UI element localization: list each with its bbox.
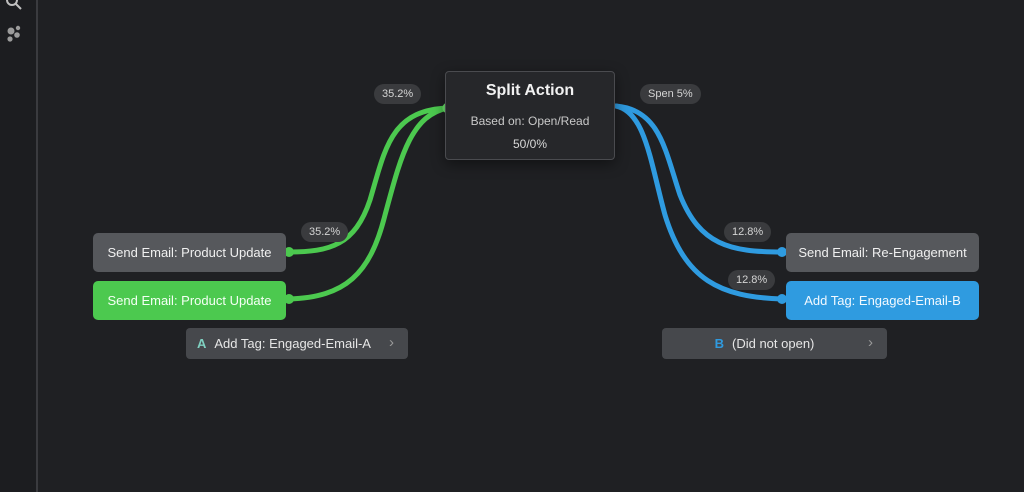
branch-a-label: Add Tag: Engaged-Email-A xyxy=(214,336,371,351)
branch-a-letter: A xyxy=(197,336,207,351)
search-icon[interactable] xyxy=(2,0,26,14)
wire-blue-2 xyxy=(613,103,785,302)
node-send-email-product-update-1[interactable]: Send Email: Product Update xyxy=(93,233,286,272)
left-sidebar xyxy=(0,0,38,492)
split-based-on: Based on: Open/Read xyxy=(470,114,590,128)
rate-label-right-branch-1: 12.8% xyxy=(724,222,772,242)
wire-green-1 xyxy=(286,105,451,255)
apps-cluster-icon[interactable] xyxy=(2,22,26,46)
branch-b-letter: B xyxy=(714,336,724,351)
node-send-email-product-update-2[interactable]: Send Email: Product Update xyxy=(93,281,286,320)
branch-b-label: (Did not open) xyxy=(732,336,815,351)
port-left-2 xyxy=(284,294,294,304)
branch-b-did-not-open[interactable]: B (Did not open) › xyxy=(662,328,887,359)
rate-label-left-branch: 35.2% xyxy=(301,222,349,242)
node-label: Send Email: Re-Engagement xyxy=(798,245,967,260)
node-label: Add Tag: Engaged-Email-B xyxy=(804,293,961,308)
node-label: Send Email: Product Update xyxy=(107,245,272,260)
port-right-1 xyxy=(777,247,787,257)
node-add-tag-engaged-email-b[interactable]: Add Tag: Engaged-Email-B xyxy=(786,281,979,320)
port-left-1 xyxy=(284,247,294,257)
branch-a-add-tag[interactable]: A Add Tag: Engaged-Email-A › xyxy=(186,328,408,359)
node-send-email-re-engagement[interactable]: Send Email: Re-Engagement xyxy=(786,233,979,272)
rate-label-left-top: 35.2% xyxy=(374,84,422,104)
port-right-2 xyxy=(777,294,787,304)
split-title: Split Action xyxy=(485,82,575,99)
split-action-node[interactable]: Split Action Based on: Open/Read 50/0% xyxy=(445,71,615,160)
chevron-right-icon[interactable]: › xyxy=(868,334,873,351)
split-ratio: 50/0% xyxy=(512,137,548,151)
wire-blue-1 xyxy=(613,103,785,255)
wire-green-2 xyxy=(286,105,451,302)
node-label: Send Email: Product Update xyxy=(107,293,272,308)
rate-label-right-top: Spen 5% xyxy=(640,84,701,104)
chevron-right-icon[interactable]: › xyxy=(389,334,394,351)
rate-label-right-branch-2: 12.8% xyxy=(728,270,776,290)
